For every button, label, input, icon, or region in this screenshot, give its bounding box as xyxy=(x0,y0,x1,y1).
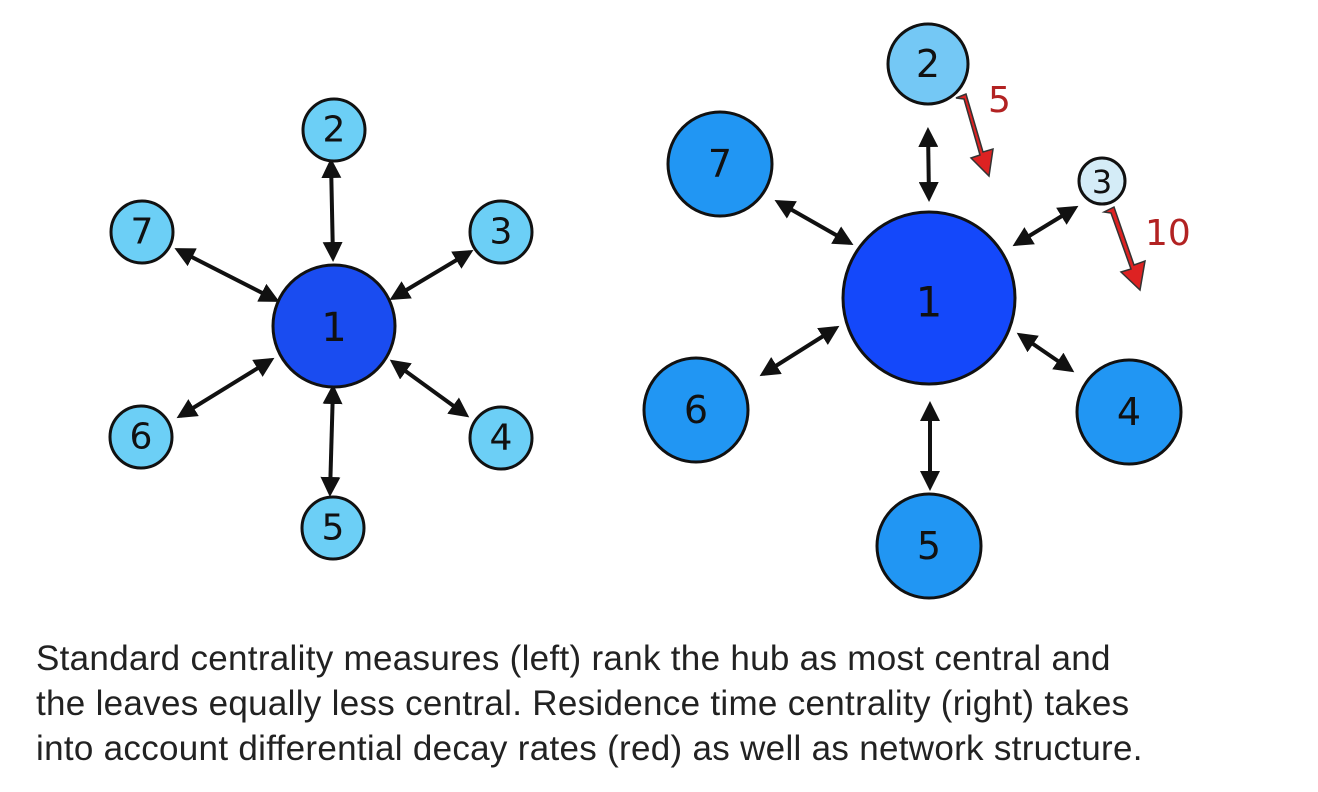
edge-1-7 xyxy=(774,200,854,245)
left-leaf-label: 3 xyxy=(490,212,513,253)
edge-1-5 xyxy=(320,384,343,497)
caption: Standard centrality measures (left) rank… xyxy=(36,636,1286,771)
edge-1-2 xyxy=(321,158,343,262)
decay-rate-label: 10 xyxy=(1145,213,1191,254)
right-leaf-label: 5 xyxy=(917,524,941,568)
right-leaf-label: 2 xyxy=(916,42,940,86)
left-leaf-label: 4 xyxy=(490,418,513,459)
right-network: 1 2 3 4 5 6 7 5 xyxy=(642,22,1191,600)
caption-line: Standard centrality measures (left) rank… xyxy=(36,639,1111,678)
right-leaf-node-4: 4 xyxy=(1075,358,1183,466)
left-leaf-label: 6 xyxy=(130,417,153,458)
decay-arrow-node-2: 5 xyxy=(955,80,1011,178)
caption-line: into account differential decay rates (r… xyxy=(36,729,1143,768)
right-leaf-label: 7 xyxy=(708,142,732,186)
left-leaf-node-4: 4 xyxy=(468,405,534,471)
edge-1-7 xyxy=(174,248,280,302)
edge-1-4 xyxy=(1016,332,1075,373)
right-leaf-node-6: 6 xyxy=(642,356,750,464)
right-leaf-node-7: 7 xyxy=(666,110,774,218)
edge-1-6 xyxy=(176,357,275,419)
edge-1-3 xyxy=(1012,205,1079,247)
right-leaf-node-5: 5 xyxy=(875,492,983,600)
caption-line: the leaves equally less central. Residen… xyxy=(36,684,1130,723)
right-leaf-label: 4 xyxy=(1117,390,1141,434)
decay-rate-label: 5 xyxy=(988,80,1011,121)
left-leaf-node-7: 7 xyxy=(109,199,175,265)
edge-1-3 xyxy=(389,249,474,301)
right-leaf-label: 3 xyxy=(1092,163,1112,201)
left-network: 1 2 3 4 5 6 7 xyxy=(108,97,534,561)
network-diagram: 1 2 3 4 5 6 7 xyxy=(108,22,1191,600)
left-leaf-node-2: 2 xyxy=(301,97,367,163)
left-hub-node: 1 xyxy=(271,263,397,389)
left-leaf-node-3: 3 xyxy=(468,199,534,265)
edge-1-2 xyxy=(918,127,939,202)
edge-1-6 xyxy=(759,325,840,377)
left-leaf-label: 7 xyxy=(131,212,154,253)
left-leaf-node-5: 5 xyxy=(300,495,366,561)
left-leaf-label: 5 xyxy=(322,508,345,549)
right-leaf-node-2: 2 xyxy=(886,22,970,106)
right-leaf-label: 6 xyxy=(684,388,708,432)
left-hub-label: 1 xyxy=(321,305,346,351)
edge-1-4 xyxy=(389,359,470,418)
right-hub-label: 1 xyxy=(916,278,943,327)
left-leaf-node-6: 6 xyxy=(108,404,174,470)
left-leaf-label: 2 xyxy=(323,110,346,151)
right-leaf-node-3: 3 xyxy=(1077,156,1127,206)
decay-arrow-node-3: 10 xyxy=(1101,205,1191,292)
right-hub-node: 1 xyxy=(841,210,1017,386)
